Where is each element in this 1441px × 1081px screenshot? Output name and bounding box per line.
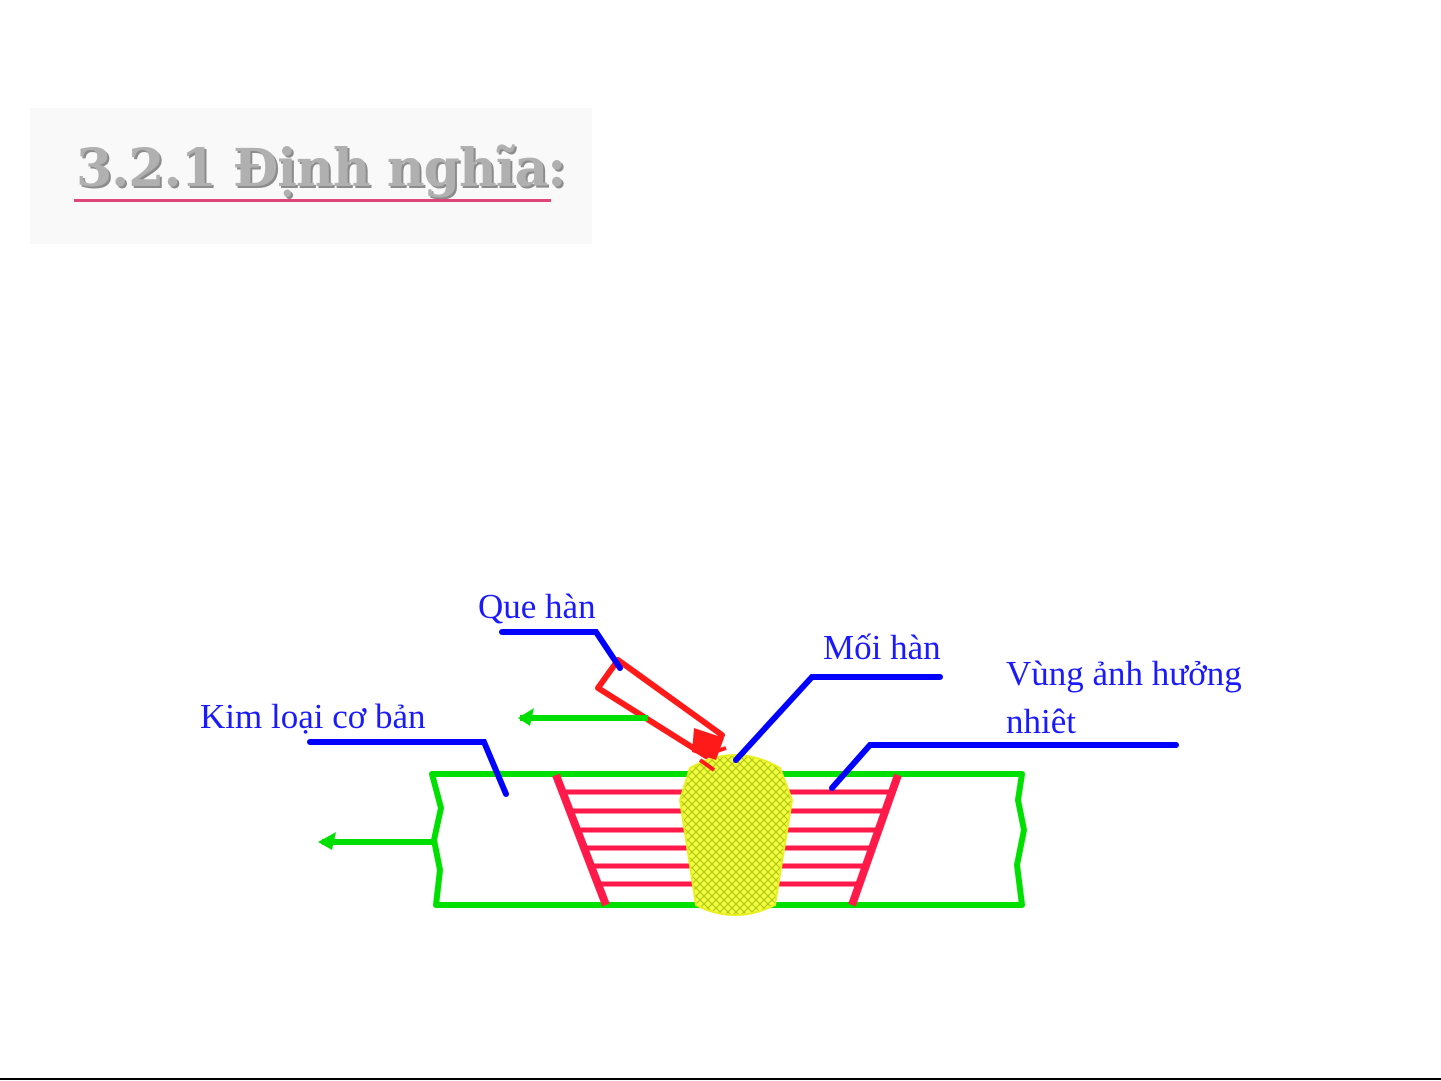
label-haz-line1: Vùng ảnh hưởng (1006, 653, 1242, 695)
label-base-metal: Kim loại cơ bản (200, 696, 426, 738)
leader-electrode (502, 632, 620, 668)
leader-base-metal (310, 742, 506, 794)
weld-bead (680, 755, 792, 915)
label-electrode: Que hàn (478, 586, 596, 628)
label-weld: Mối hàn (823, 627, 941, 669)
bottom-border (0, 1078, 1441, 1080)
label-haz-line2: nhiêt (1006, 701, 1076, 743)
direction-arrow-plate (318, 832, 436, 850)
leader-haz (832, 745, 1176, 788)
